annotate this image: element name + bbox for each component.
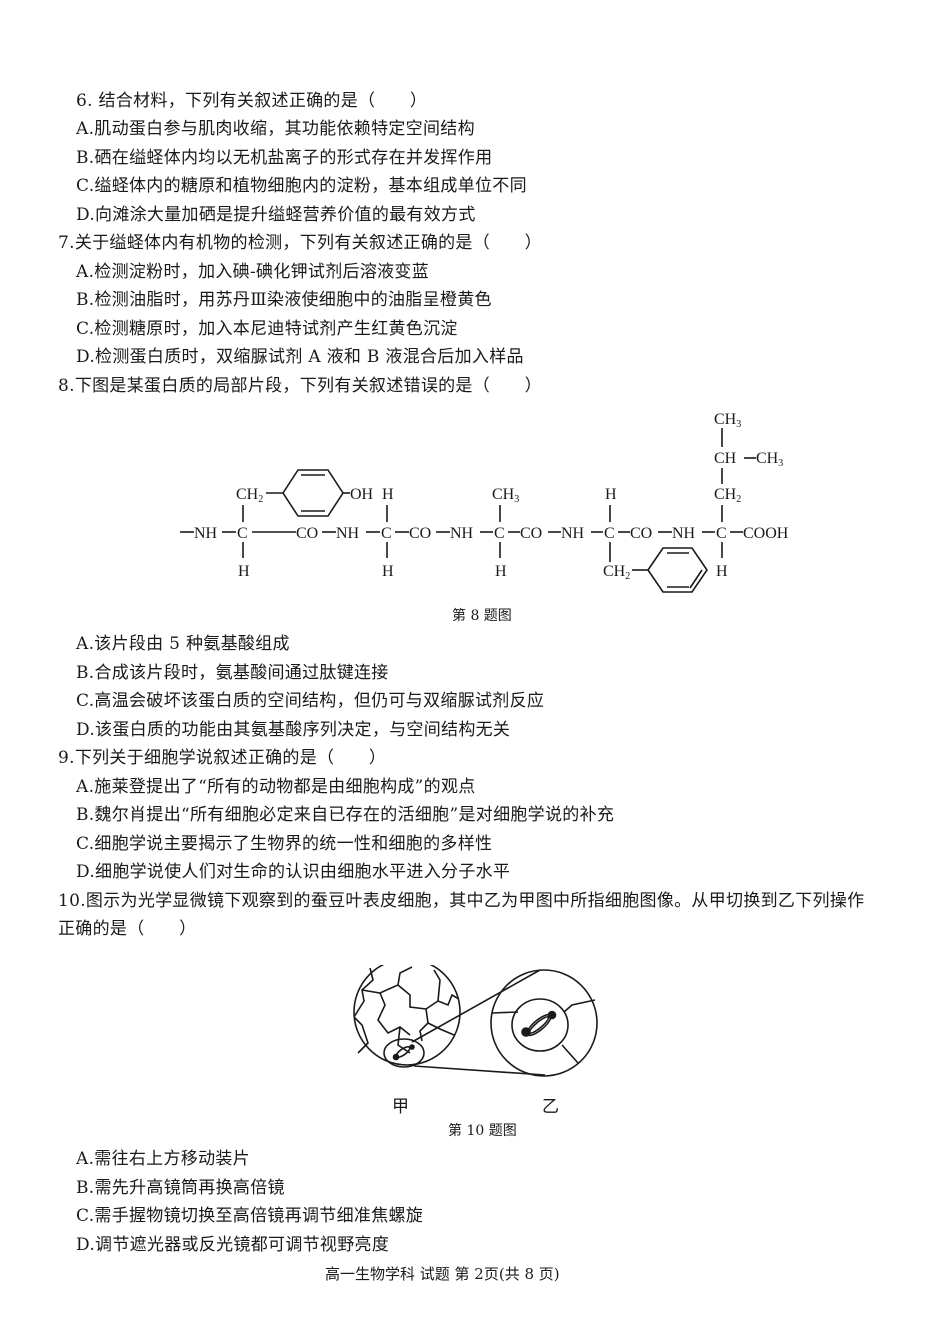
svg-text:NH: NH [561,525,585,542]
svg-text:CO: CO [520,525,542,542]
svg-text:H: H [495,563,507,580]
svg-text:CH2: CH2 [714,486,741,505]
svg-text:CH3: CH3 [756,450,783,469]
q6-option-a: A.肌动蛋白参与肌肉收缩，其功能依赖特定空间结构 [76,119,475,139]
q8-option-a: A.该片段由 5 种氨基酸组成 [76,634,290,654]
q9-option-d: D.细胞学说使人们对生命的认识由细胞水平进入分子水平 [76,862,511,882]
q9-option-b: B.魏尔肖提出“所有细胞必定来自已存在的活细胞”是对细胞学说的补充 [76,805,615,825]
q9-option-c: C.细胞学说主要揭示了生物界的统一性和细胞的多样性 [76,834,493,854]
peptide-structure-diagram: NH C CO NH C CO NH C CO NH C CO NH C COO… [180,411,789,593]
svg-text:OH: OH [350,486,374,503]
page-footer: 高一生物学科 试题 第 2页(共 8 页) [325,1265,560,1283]
question-8-stem: 8.下图是某蛋白质的局部片段，下列有关叙述错误的是（ ） [58,376,542,396]
svg-text:CO: CO [409,525,431,542]
svg-text:CH3: CH3 [492,486,519,505]
q6-option-d: D.向滩涂大量加硒是提升缢蛏营养价值的最有效方式 [76,205,476,225]
svg-text:CH3: CH3 [714,411,741,430]
figure-10-label-right: 乙 [542,1097,559,1117]
svg-text:CH2: CH2 [236,486,263,505]
svg-text:C: C [494,525,505,542]
q10-option-a: A.需往右上方移动装片 [76,1149,250,1169]
question-7-stem: 7.关于缢蛏体内有机物的检测，下列有关叙述正确的是（ ） [58,233,542,253]
svg-text:NH: NH [672,525,696,542]
q7-option-c: C.检测糖原时，加入本尼迪特试剂产生红黄色沉淀 [76,319,458,339]
svg-text:CO: CO [296,525,318,542]
q10-option-c: C.需手握物镜切换至高倍镜再调节细准焦螺旋 [76,1206,424,1226]
q7-option-b: B.检测油脂时，用苏丹Ⅲ染液使细胞中的油脂呈橙黄色 [76,290,492,310]
q8-option-b: B.合成该片段时，氨基酸间通过肽键连接 [76,663,389,683]
svg-text:NH: NH [336,525,360,542]
svg-text:NH: NH [450,525,474,542]
figure-10-caption: 第 10 题图 [448,1123,517,1139]
figure-10-label-left: 甲 [392,1097,409,1117]
svg-text:C: C [716,525,727,542]
q6-option-c: C.缢蛏体内的糖原和植物细胞内的淀粉，基本组成单位不同 [76,176,527,196]
question-9-stem: 9.下列关于细胞学说叙述正确的是（ ） [58,748,387,768]
q9-option-a: A.施莱登提出了“所有的动物都是由细胞构成”的观点 [76,777,476,797]
question-6-stem: 6. 结合材料，下列有关叙述正确的是（ ） [76,91,428,111]
q7-option-d: D.检测蛋白质时，双缩脲试剂 A 液和 B 液混合后加入样品 [76,347,524,367]
figure-8-caption: 第 8 题图 [452,608,512,624]
svg-text:C: C [381,525,392,542]
q10-option-b: B.需先升高镜筒再换高倍镜 [76,1178,285,1198]
microscope-cells-figure [353,965,598,1077]
q6-option-b: B.硒在缢蛏体内均以无机盐离子的形式存在并发挥作用 [76,148,493,168]
svg-text:H: H [382,486,394,503]
svg-text:H: H [605,486,617,503]
svg-text:CO: CO [630,525,652,542]
svg-text:CH: CH [714,450,737,467]
q7-option-a: A.检测淀粉时，加入碘-碘化钾试剂后溶液变蓝 [76,262,430,282]
q10-option-d: D.调节遮光器或反光镜都可调节视野亮度 [76,1235,390,1255]
svg-text:COOH: COOH [743,525,789,542]
question-10-stem-line1: 10.图示为光学显微镜下观察到的蚕豆叶表皮细胞，其中乙为甲图中所指细胞图像。从甲… [58,891,865,911]
q8-option-c: C.高温会破坏该蛋白质的空间结构，但仍可与双缩脲试剂反应 [76,691,545,711]
svg-text:H: H [382,563,394,580]
chain-nh-1: NH [194,525,218,542]
question-10-stem-line2: 正确的是（ ） [58,919,197,939]
svg-text:C: C [237,525,248,542]
svg-text:H: H [238,563,250,580]
svg-text:H: H [716,563,728,580]
svg-text:CH2: CH2 [603,563,630,582]
q8-option-d: D.该蛋白质的功能由其氨基酸序列决定，与空间结构无关 [76,720,511,740]
svg-text:C: C [604,525,615,542]
